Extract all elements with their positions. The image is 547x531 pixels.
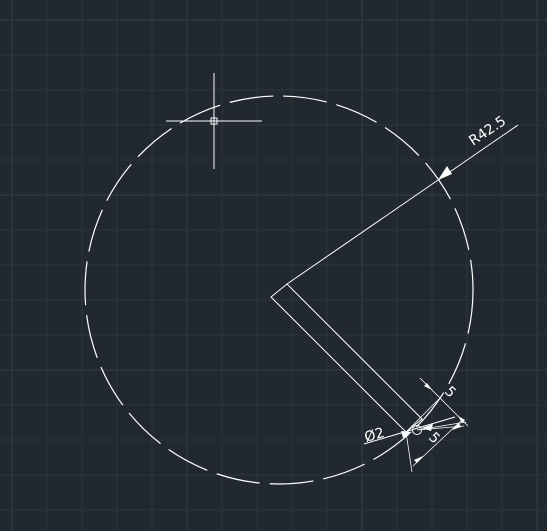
- radius-dimension-text: R42.5: [466, 113, 509, 149]
- dashed-circle[interactable]: [84, 95, 474, 485]
- offset-upper-arrowhead-1: [424, 383, 432, 390]
- offset-upper-extension-2: [405, 397, 441, 433]
- pickbox-icon: [210, 117, 218, 125]
- offset-lower-extension-1: [405, 431, 413, 473]
- crosshair-cursor-icon: [166, 73, 262, 169]
- radius-arrowhead: [438, 166, 452, 180]
- radius-dimension-line: [286, 124, 519, 285]
- offset-lower-text: 5: [425, 430, 443, 448]
- diameter-leader-line: [363, 416, 456, 445]
- offset-upper-text: 5: [441, 384, 459, 402]
- offset-lower-arrowhead-2: [452, 423, 461, 430]
- offset-upper-extension-1: [416, 421, 467, 431]
- diameter-dimension-text: Ø2: [363, 425, 387, 446]
- offset-dimension-lower[interactable]: 5: [405, 419, 465, 473]
- diameter-dimension[interactable]: Ø2: [363, 416, 456, 446]
- offset-lower-arrowhead-1: [414, 456, 423, 463]
- offset-lower-dimension-line: [412, 419, 463, 467]
- radius-dimension[interactable]: R42.5: [286, 113, 519, 285]
- offset-upper-arrowhead-2: [458, 416, 465, 423]
- slot-outline[interactable]: [270, 283, 423, 433]
